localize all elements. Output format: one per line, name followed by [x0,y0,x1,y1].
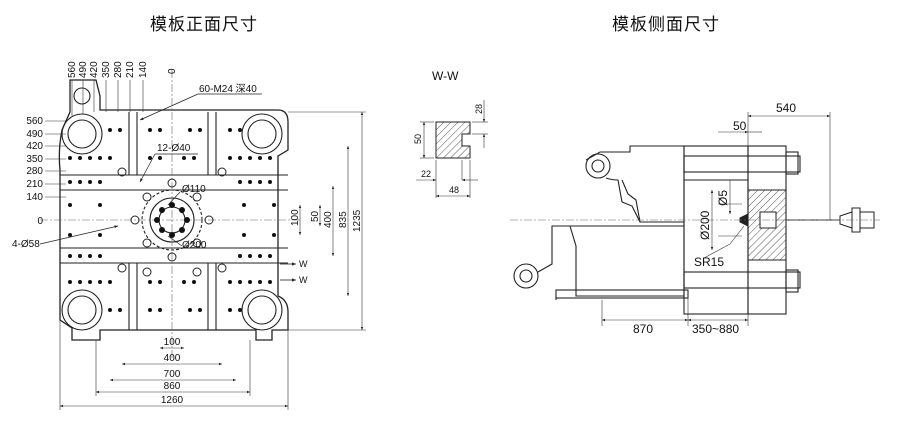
top-tick: 490 [78,61,89,78]
left-tick: 0 [37,216,43,227]
section-mark-w1: W [299,259,308,269]
side-dim-locating-ring: Ø200 [698,210,712,240]
section-title: W-W [432,69,459,83]
left-tick: 350 [26,154,43,165]
right-dim-400: 400 [323,211,334,228]
front-platen [58,79,289,341]
tap-holes-callout: 60-M24 深40 [199,83,257,95]
side-view-machine [513,145,801,315]
section-dim-22: 22 [421,169,431,179]
right-dim-lines [288,111,366,331]
tie-bar-hole-tr [241,113,283,155]
top-tick: 560 [67,61,78,78]
bottom-dim-400: 400 [164,353,181,364]
top-tick-labels: 560 490 420 350 280 210 140 0 [67,61,178,78]
center-holes-callout: 12-Ø40 [157,143,191,154]
bottom-dim-700: 700 [164,369,181,380]
top-tick: 420 [89,61,100,78]
left-tick: 210 [26,179,43,190]
front-view-title: 模板正面尺寸 [150,15,258,35]
right-dim-1235: 1235 [352,209,363,232]
bottom-dim-100: 100 [164,337,181,348]
left-tick: 280 [26,166,43,177]
section-dim-48: 48 [449,185,459,195]
top-tick: 210 [125,61,136,78]
ring-200-label: Ø200 [182,240,207,251]
top-tick: 350 [101,61,112,78]
corner-holes-callout: 4-Ø58 [12,239,40,250]
bottom-dim-lines [59,320,289,410]
section-dim-28: 28 [474,104,484,114]
left-tick: 140 [26,192,43,203]
side-dim-sr15: SR15 [694,255,724,269]
left-tick: 420 [26,141,43,152]
top-tick: 140 [138,61,149,78]
side-dim-stroke: 350~880 [692,322,739,336]
side-dim-50: 50 [733,119,747,133]
tie-bar-hole-bl [61,289,103,331]
t-slot-section [435,121,471,159]
center-hole-ring [117,167,227,277]
left-tick-labels: 560 490 420 350 280 210 140 0 [26,116,43,227]
right-dim-50: 50 [310,210,321,222]
top-tick: 0 [167,68,178,74]
section-dim-50: 50 [413,134,423,144]
side-dim-nozzle-hole: Ø5 [716,190,730,206]
side-view-title: 模板侧面尺寸 [612,15,720,35]
left-tick: 560 [26,116,43,127]
bottom-dim-860: 860 [164,381,181,392]
side-dim-lines [601,112,831,326]
top-tick: 280 [113,61,124,78]
side-dim-870: 870 [633,322,653,336]
left-tick: 490 [26,129,43,140]
right-dim-100: 100 [290,209,301,226]
tap-hole-grid [68,128,276,312]
side-dim-540: 540 [776,101,796,115]
ring-110-label: Ø110 [182,184,206,195]
right-dim-835: 835 [338,211,349,228]
bottom-dim-1260: 1260 [161,395,184,406]
section-mark-w2: W [299,275,308,285]
